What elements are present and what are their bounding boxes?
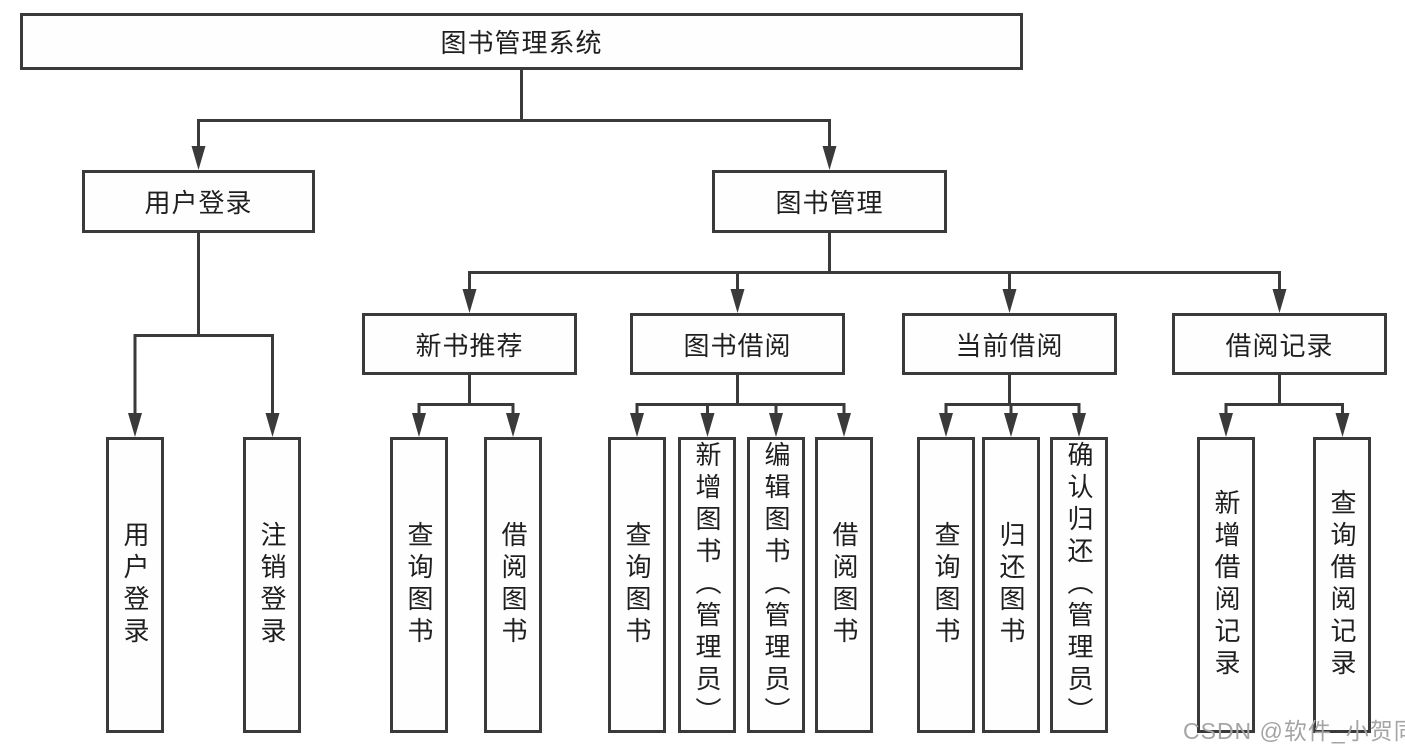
node-borrowing-records-label: 借阅记录 (1225, 330, 1334, 361)
node-book-management: 图书管理 (712, 170, 947, 233)
leaf-borrow-books: 借阅图书 (815, 437, 873, 733)
leaf-query-books-borrowing: 查询图书 (608, 437, 666, 733)
node-book-borrowing: 图书借阅 (630, 313, 845, 375)
leaf-borrow-books-recommend-label: 借阅图书 (498, 521, 528, 649)
leaf-return-books: 归还图书 (982, 437, 1040, 733)
node-book-management-label: 图书管理 (775, 188, 884, 218)
node-library-system: 图书管理系统 (20, 13, 1023, 70)
leaf-add-borrow-record-label: 新增借阅记录 (1211, 489, 1241, 681)
leaf-query-books-current-label: 查询图书 (931, 521, 961, 649)
node-current-borrowing: 当前借阅 (902, 313, 1117, 375)
node-borrowing-records: 借阅记录 (1172, 313, 1387, 375)
leaf-confirm-return-admin-label: 确认归还（管理员） (1064, 441, 1094, 729)
leaf-edit-book-admin-label: 编辑图书（管理员） (761, 441, 791, 729)
leaf-return-books-label: 归还图书 (996, 521, 1026, 649)
node-new-book-recommend-label: 新书推荐 (415, 330, 524, 361)
leaf-logout-label: 注销登录 (257, 521, 287, 649)
leaf-query-books-recommend: 查询图书 (390, 437, 448, 733)
leaf-logout: 注销登录 (243, 437, 301, 733)
leaf-query-books-borrowing-label: 查询图书 (622, 521, 652, 649)
node-new-book-recommend: 新书推荐 (362, 313, 577, 375)
leaf-query-books-current: 查询图书 (917, 437, 975, 733)
node-user-login: 用户登录 (82, 170, 315, 233)
leaf-query-borrow-record: 查询借阅记录 (1313, 437, 1371, 733)
node-book-borrowing-label: 图书借阅 (683, 330, 792, 361)
leaf-borrow-books-recommend: 借阅图书 (484, 437, 542, 733)
leaf-edit-book-admin: 编辑图书（管理员） (747, 437, 805, 733)
leaf-add-borrow-record: 新增借阅记录 (1197, 437, 1255, 733)
leaf-add-book-admin: 新增图书（管理员） (678, 437, 736, 733)
leaf-borrow-books-label: 借阅图书 (829, 521, 859, 649)
leaf-query-books-recommend-label: 查询图书 (404, 521, 434, 649)
node-library-system-label: 图书管理系统 (440, 28, 603, 58)
leaf-confirm-return-admin: 确认归还（管理员） (1050, 437, 1108, 733)
node-user-login-label: 用户登录 (144, 188, 253, 218)
csdn-watermark: CSDN @软件_小贺同学 (1183, 718, 1405, 744)
leaf-user-login-label: 用户登录 (120, 521, 150, 649)
leaf-user-login: 用户登录 (106, 437, 164, 733)
leaf-add-book-admin-label: 新增图书（管理员） (692, 441, 722, 729)
leaf-query-borrow-record-label: 查询借阅记录 (1327, 489, 1357, 681)
node-current-borrowing-label: 当前借阅 (955, 330, 1064, 361)
